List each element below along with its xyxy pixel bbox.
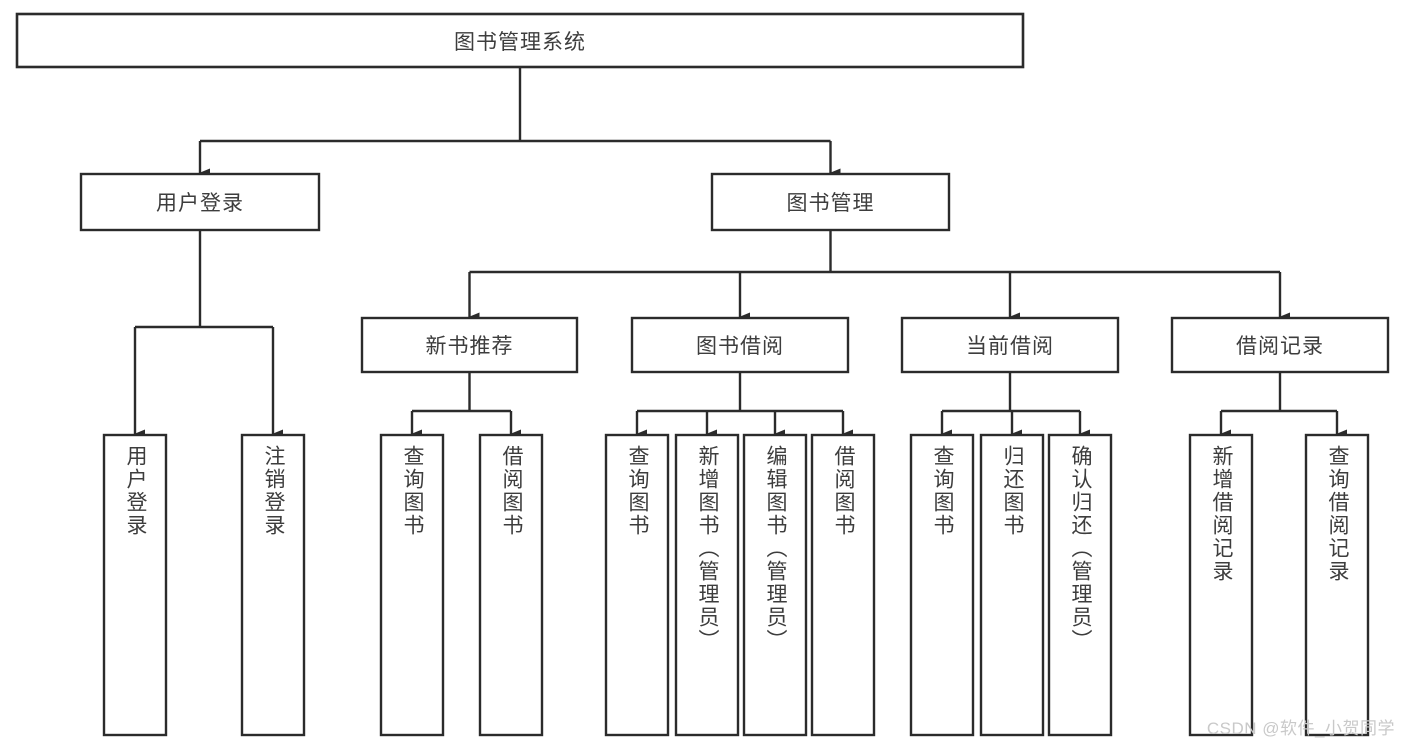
node-box-borrow-record[interactable]: [1170, 316, 1390, 374]
node-box-current-borrow[interactable]: [900, 316, 1120, 374]
node-box-leaf-return-book[interactable]: [979, 433, 1045, 737]
node-box-leaf-edit-book[interactable]: [742, 433, 808, 737]
node-box-leaf-borrow-book-1[interactable]: [478, 433, 544, 737]
node-box-root[interactable]: [15, 12, 1025, 69]
node-box-leaf-query-book-2[interactable]: [604, 433, 670, 737]
node-box-book-borrow[interactable]: [630, 316, 850, 374]
node-box-user-login[interactable]: [79, 172, 321, 232]
node-boxes: [15, 12, 1390, 737]
node-box-new-book-rec[interactable]: [360, 316, 579, 374]
node-box-leaf-logout[interactable]: [240, 433, 306, 737]
node-box-leaf-confirm-return[interactable]: [1047, 433, 1113, 737]
node-box-leaf-borrow-book-2[interactable]: [810, 433, 876, 737]
node-box-leaf-query-book-1[interactable]: [379, 433, 445, 737]
node-box-leaf-add-record[interactable]: [1188, 433, 1254, 737]
node-box-book-manage[interactable]: [710, 172, 951, 232]
node-box-leaf-user-login[interactable]: [102, 433, 168, 737]
connector-lines: [133, 67, 1347, 439]
node-box-leaf-query-record[interactable]: [1304, 433, 1370, 737]
node-box-leaf-add-book[interactable]: [674, 433, 740, 737]
node-box-leaf-query-book-3[interactable]: [909, 433, 975, 737]
watermark-text: CSDN @软件_小贺同学: [1206, 719, 1395, 738]
